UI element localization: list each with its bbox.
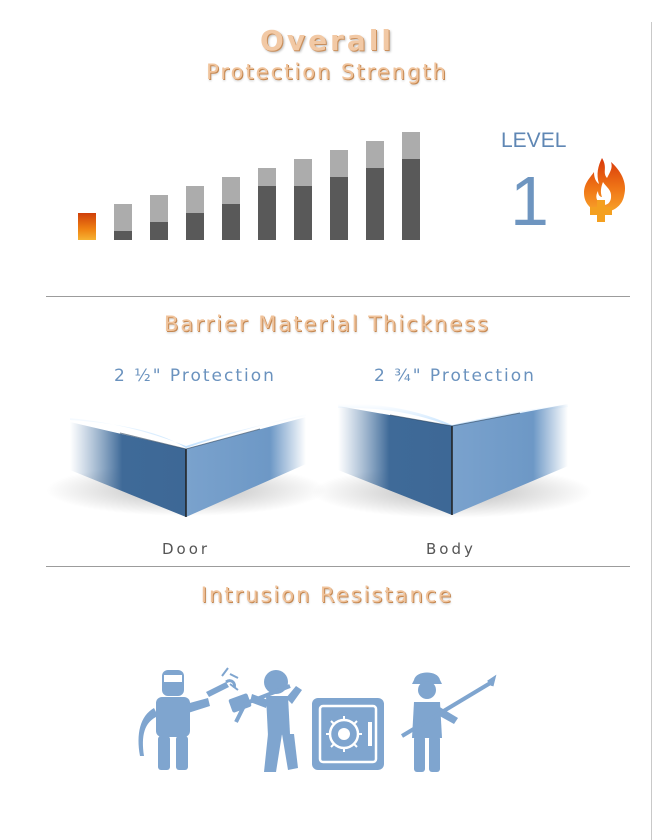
divider bbox=[46, 566, 630, 567]
divider bbox=[46, 296, 630, 297]
barrier-title: Barrier Material Thickness bbox=[163, 312, 490, 336]
meter-bar bbox=[366, 168, 384, 240]
page-title: Overall bbox=[260, 24, 394, 57]
meter-bar-cap bbox=[366, 141, 384, 168]
meter-bar bbox=[330, 177, 348, 240]
meter-bar bbox=[186, 213, 204, 240]
level-value: 1 bbox=[510, 162, 549, 240]
safe-icon bbox=[312, 698, 384, 770]
door-protection-label: 2 ½" Protection bbox=[114, 366, 276, 386]
door-label: Door bbox=[162, 540, 211, 558]
meter-bar bbox=[258, 186, 276, 240]
level-label: LEVEL bbox=[501, 129, 567, 152]
right-border bbox=[651, 22, 652, 840]
meter-bar bbox=[150, 222, 168, 240]
sledgehammer-worker-icon bbox=[228, 670, 302, 772]
meter-bar bbox=[114, 231, 132, 240]
meter-bar-cap bbox=[222, 177, 240, 204]
meter-bar-cap bbox=[78, 213, 96, 240]
body-label: Body bbox=[426, 540, 476, 558]
meter-bar bbox=[402, 159, 420, 240]
page-subtitle: Protection Strength bbox=[206, 60, 448, 84]
door-thickness-illustration bbox=[46, 414, 326, 517]
intrusion-title: Intrusion Resistance bbox=[200, 583, 454, 607]
welder-torch-icon bbox=[138, 667, 239, 770]
fire-plus-icon bbox=[584, 158, 626, 222]
meter-bar-cap bbox=[330, 150, 348, 177]
meter-bar-cap bbox=[294, 159, 312, 186]
body-thickness-illustration bbox=[312, 403, 592, 518]
pry-bar-worker-icon bbox=[400, 672, 497, 772]
meter-bar-cap bbox=[402, 132, 420, 159]
meter-bar-cap bbox=[114, 204, 132, 231]
meter-bar bbox=[294, 186, 312, 240]
meter-bar-cap bbox=[258, 168, 276, 186]
body-protection-label: 2 ¾" Protection bbox=[374, 366, 536, 386]
meter-bar-cap bbox=[186, 186, 204, 213]
meter-bar bbox=[222, 204, 240, 240]
meter-bar-cap bbox=[150, 195, 168, 222]
strength-meter bbox=[78, 132, 420, 240]
